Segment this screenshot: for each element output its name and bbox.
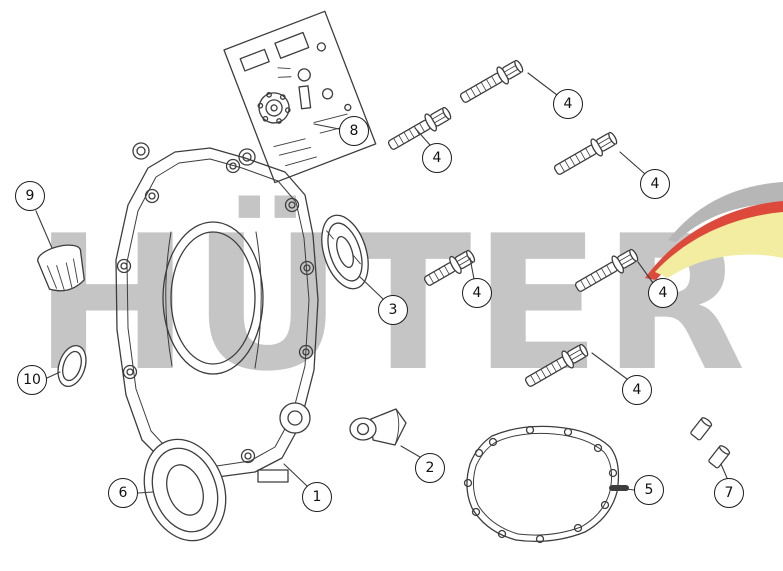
callout-5[interactable]: 5 <box>634 475 664 505</box>
callout-6[interactable]: 6 <box>108 478 138 508</box>
logo-swoosh-yellow <box>655 212 783 278</box>
parts-kit-card-part-8 <box>223 10 377 184</box>
bolt-part-4-b <box>459 59 524 103</box>
seal-ring-part-10 <box>57 344 87 388</box>
callout-3[interactable]: 3 <box>378 295 408 325</box>
cap-part-9 <box>37 244 85 292</box>
bolt-part-4-c <box>553 131 618 175</box>
callout-4-d[interactable]: 4 <box>462 278 492 308</box>
bearing-part-3 <box>321 214 369 290</box>
crankcase-cover-part-1 <box>115 142 319 483</box>
callout-4-f[interactable]: 4 <box>622 375 652 405</box>
bolt-part-4-d <box>423 249 476 286</box>
bolt-part-4-e <box>574 248 639 292</box>
callout-1[interactable]: 1 <box>302 482 332 512</box>
gasket-part-5 <box>463 425 620 544</box>
callout-7[interactable]: 7 <box>714 478 744 508</box>
callout-4-c[interactable]: 4 <box>640 169 670 199</box>
pin-part-7-a <box>690 417 713 441</box>
logo-swoosh-gray <box>668 182 783 242</box>
oil-seal-part-6 <box>143 438 227 542</box>
callout-9[interactable]: 9 <box>15 181 45 211</box>
bolt-part-4-a <box>387 106 452 150</box>
bracket-part-2 <box>349 408 407 446</box>
callout-8[interactable]: 8 <box>339 116 369 146</box>
diagram-linework <box>35 10 731 544</box>
leader-lines <box>35 72 728 494</box>
pin-part-7-b <box>708 445 731 469</box>
callout-4-e[interactable]: 4 <box>648 278 678 308</box>
callout-4-a[interactable]: 4 <box>422 143 452 173</box>
callout-10[interactable]: 10 <box>17 365 47 395</box>
callout-2[interactable]: 2 <box>415 453 445 483</box>
callout-4-b[interactable]: 4 <box>553 89 583 119</box>
bolt-part-4-f <box>524 343 589 387</box>
